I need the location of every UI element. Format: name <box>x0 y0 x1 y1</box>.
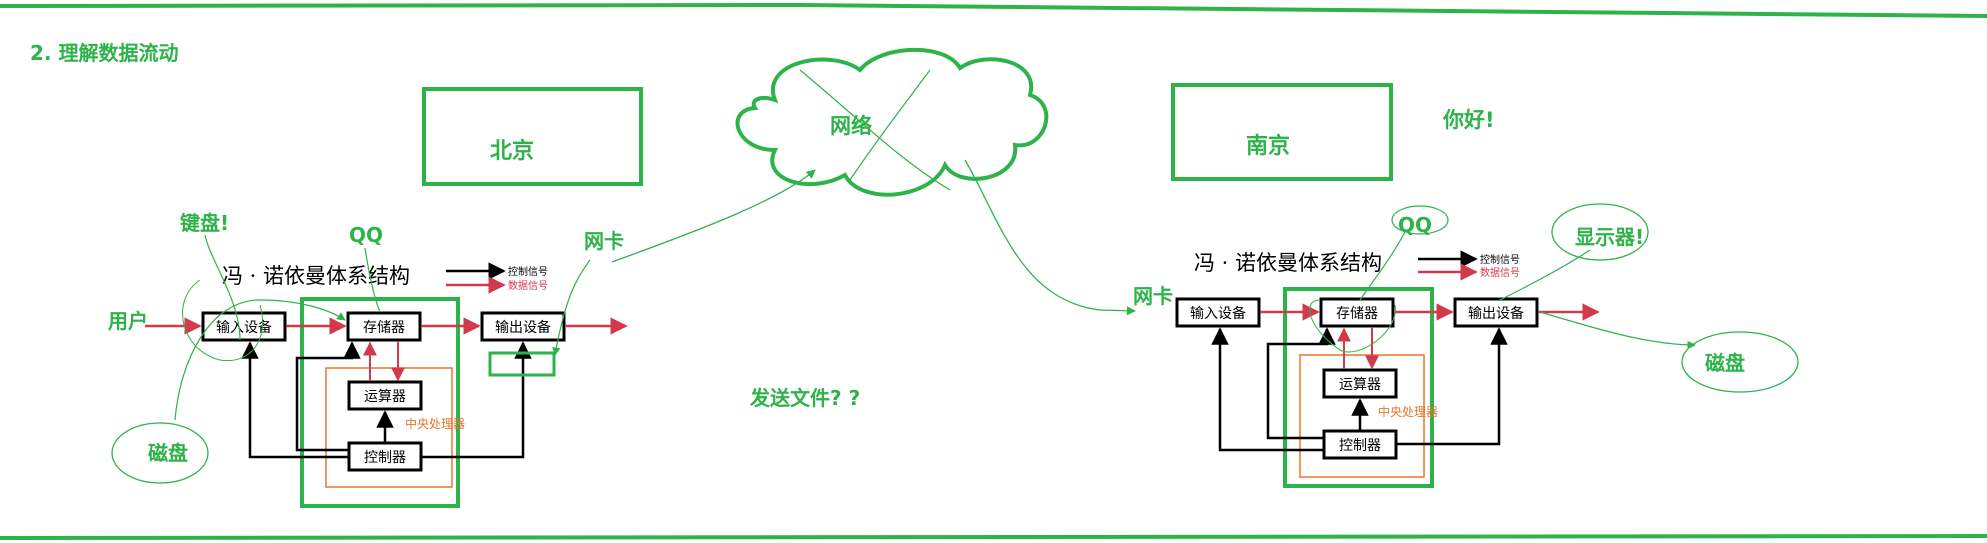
left-disk-circle <box>111 422 209 484</box>
left-qq-pointer <box>364 247 381 313</box>
right-control-label: 控制器 <box>1339 438 1381 454</box>
section-title: 2. 理解数据流动 <box>30 41 178 65</box>
left-alu-label: 运算器 <box>364 389 406 405</box>
right-output-device-box <box>1453 297 1539 328</box>
right-control-box <box>1322 429 1398 460</box>
right-input-device-label: 输入设备 <box>1190 305 1246 322</box>
nanjing-box <box>1171 83 1393 181</box>
right-storage-label: 存储器 <box>1336 306 1378 322</box>
right-output-device-label: 输出设备 <box>1468 305 1524 322</box>
left-control-to-input <box>241 341 349 459</box>
left-nic-box <box>488 351 556 377</box>
right-disk-circle <box>1681 331 1799 393</box>
left-keyboard-pointer <box>204 234 241 341</box>
right-control-to-output <box>1396 327 1508 446</box>
right-disk-pointer <box>1539 311 1696 350</box>
left-disk-label: 磁盘 <box>148 441 188 465</box>
left-cpu-outline <box>325 367 453 488</box>
flow-from-cloud <box>964 159 1136 316</box>
bottom-border-line <box>0 534 1987 540</box>
right-cpu-outline <box>1299 354 1425 478</box>
right-display-circle <box>1551 203 1649 261</box>
right-storage-box <box>1319 297 1395 328</box>
left-alu-box <box>347 380 423 411</box>
left-input-scribble <box>182 279 264 362</box>
left-keyboard-label: 键盘! <box>180 211 229 235</box>
right-storage-scribble <box>1309 299 1396 353</box>
left-legend-control-label: 控制信号 <box>508 265 548 278</box>
network-label: 网络 <box>830 114 872 138</box>
cloud-scribble-1 <box>799 69 951 191</box>
left-nic-label: 网卡 <box>584 229 624 253</box>
right-nic-label: 网卡 <box>1133 284 1173 308</box>
right-control-to-input <box>1211 327 1324 452</box>
right-control-to-storage <box>1266 327 1336 440</box>
flow-to-cloud <box>611 169 816 263</box>
right-qq-pointer <box>1359 231 1406 301</box>
right-alu-box <box>1322 368 1398 399</box>
beijing-label: 北京 <box>490 138 534 164</box>
cloud-scribble-2 <box>849 69 931 181</box>
left-control-to-storage <box>295 341 361 452</box>
right-display-label: 显示器! <box>1575 225 1644 249</box>
right-qq-label: QQ <box>1398 213 1432 237</box>
right-von-neumann-diagram: 冯 · 诺依曼体系结构 控制信号 数据信号 中央处理器 输入设备 存储器 输出设… <box>1175 250 1600 488</box>
right-display-pointer <box>1499 249 1591 301</box>
right-qq-circle <box>1391 205 1449 235</box>
left-user-label: 用户 <box>108 309 148 333</box>
right-alu-label: 运算器 <box>1339 377 1381 393</box>
greeting-text: 你好! <box>1442 108 1495 132</box>
left-storage-label: 存储器 <box>363 320 405 336</box>
left-storage-box <box>346 311 422 342</box>
left-legend-data-label: 数据信号 <box>508 279 548 292</box>
left-control-to-output <box>421 341 532 459</box>
left-cpu-outline-green <box>300 297 460 508</box>
left-qq-label: QQ <box>349 223 383 247</box>
right-diagram-title: 冯 · 诺依曼体系结构 <box>1194 251 1382 275</box>
right-legend-data-label: 数据信号 <box>1480 266 1520 279</box>
left-output-device-label: 输出设备 <box>495 319 551 336</box>
right-cpu-label: 中央处理器 <box>1378 404 1438 419</box>
beijing-box <box>422 87 643 186</box>
center-note: 发送文件? ? <box>749 386 860 410</box>
nanjing-label: 南京 <box>1246 133 1290 159</box>
right-legend-control-label: 控制信号 <box>1480 253 1520 266</box>
right-cpu-outline-green <box>1283 287 1434 488</box>
left-cpu-label: 中央处理器 <box>405 416 465 431</box>
left-control-label: 控制器 <box>364 450 406 466</box>
left-output-device-box <box>480 311 566 342</box>
left-input-device-label: 输入设备 <box>216 319 272 336</box>
top-border-line <box>0 2 1987 18</box>
right-input-device-box <box>1175 297 1261 328</box>
left-von-neumann-diagram: 冯 · 诺依曼体系结构 控制信号 数据信号 中央处理器 输入设备 存储器 输出设… <box>145 262 628 508</box>
left-diagram-title: 冯 · 诺依曼体系结构 <box>222 264 410 288</box>
right-disk-label: 磁盘 <box>1705 351 1745 375</box>
left-nic-pointer <box>552 259 591 356</box>
network-cloud <box>735 47 1049 197</box>
left-disk-pointer <box>174 299 346 421</box>
